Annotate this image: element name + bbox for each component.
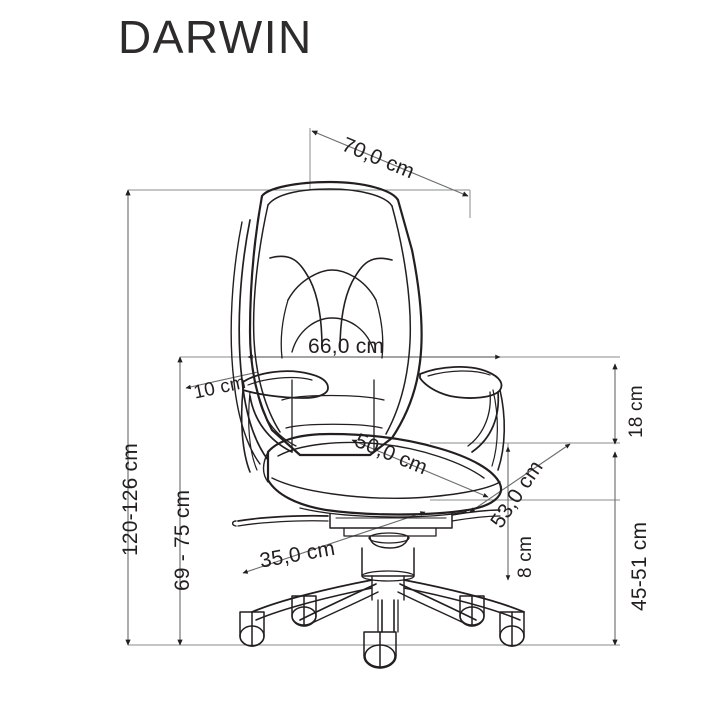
caster-far-left (239, 611, 265, 647)
tilt-mechanism-body (329, 511, 453, 529)
backrest-pad-arch (287, 269, 377, 301)
seat-cushion-outline (266, 432, 503, 516)
base-arm-right-near (399, 583, 477, 621)
dimension-lines (125, 130, 618, 646)
backrest-lower-arch (291, 317, 375, 353)
dimension-label-height-overall: 120-126 cm (119, 443, 142, 556)
armrest-left-post-inner (248, 391, 258, 471)
armrest-right-support (471, 391, 500, 453)
gas-cylinder-top (361, 547, 415, 577)
base-arm-right-far-b (403, 587, 521, 621)
armrest-left-support-inner (257, 393, 297, 447)
dimline-base-radius (242, 511, 426, 574)
backrest-outline (248, 180, 423, 457)
page-title: DARWIN (118, 11, 313, 63)
backrest-seam-left (280, 299, 289, 359)
seat-underside (299, 507, 467, 518)
dimension-label-armrest-height: 18 cm (626, 385, 647, 438)
side-lever-bottom (451, 515, 501, 522)
tilt-mechanism-plate (343, 527, 437, 537)
side-lever (451, 509, 501, 516)
base-arm-right-near-b (397, 591, 471, 627)
base-arm-right-far (403, 579, 525, 613)
base-arm-left-near (299, 583, 377, 621)
base-arm-left-far (251, 579, 373, 613)
dimline-seat-depth (351, 439, 489, 498)
armrest-left-pad (242, 370, 329, 399)
backrest-left-shell-inner (230, 221, 261, 465)
armrest-right-post-inner (491, 389, 498, 467)
tilt-knob-top (368, 532, 410, 544)
seat-bolster-left (262, 451, 269, 483)
armrest-right-post (497, 389, 506, 471)
seat-front-edge (271, 477, 501, 499)
armrest-left-post (240, 389, 251, 473)
backrest-seam-right (375, 299, 384, 359)
armrest-right-support-inner (467, 391, 491, 447)
backrest-center-left-seam (269, 255, 323, 349)
backrest-right-seam (385, 205, 412, 435)
backrest-panel-line-2 (285, 423, 383, 429)
backrest-left-seam (252, 204, 281, 433)
dimline-armrest-offset (185, 371, 259, 390)
armrest-right-pad-seam (427, 370, 491, 377)
dimline-width-overall (469, 443, 571, 513)
tilt-knob (369, 535, 409, 549)
armrest-left-support (249, 395, 293, 453)
dimline-depth-overall (311, 130, 469, 197)
base-arm-left-far-b (255, 587, 373, 621)
height-lever-tip (231, 520, 237, 527)
seat-top-seam (277, 441, 485, 479)
armrest-left-pad-seam (247, 376, 313, 386)
dimension-label-seat-thickness: 8 cm (515, 536, 536, 578)
chair-illustration (230, 180, 525, 669)
gas-cylinder-collar (361, 570, 415, 582)
caster-right (459, 595, 485, 627)
height-lever-bottom (237, 520, 329, 527)
caster-center (363, 631, 397, 669)
caster-left (291, 595, 317, 627)
dimension-label-width-backrest: 66,0 cm (308, 335, 385, 358)
backrest-left-shell (238, 219, 269, 461)
dimension-label-seat-height: 45-51 cm (628, 521, 651, 611)
caster-far-right (499, 611, 525, 647)
backrest-top-seam (267, 188, 393, 207)
base-arm-left-near-b (305, 591, 379, 627)
backrest-center-right-seam (339, 257, 393, 351)
height-lever (237, 514, 329, 522)
dimension-label-height-to-armrest: 69 - 75 cm (171, 489, 194, 591)
